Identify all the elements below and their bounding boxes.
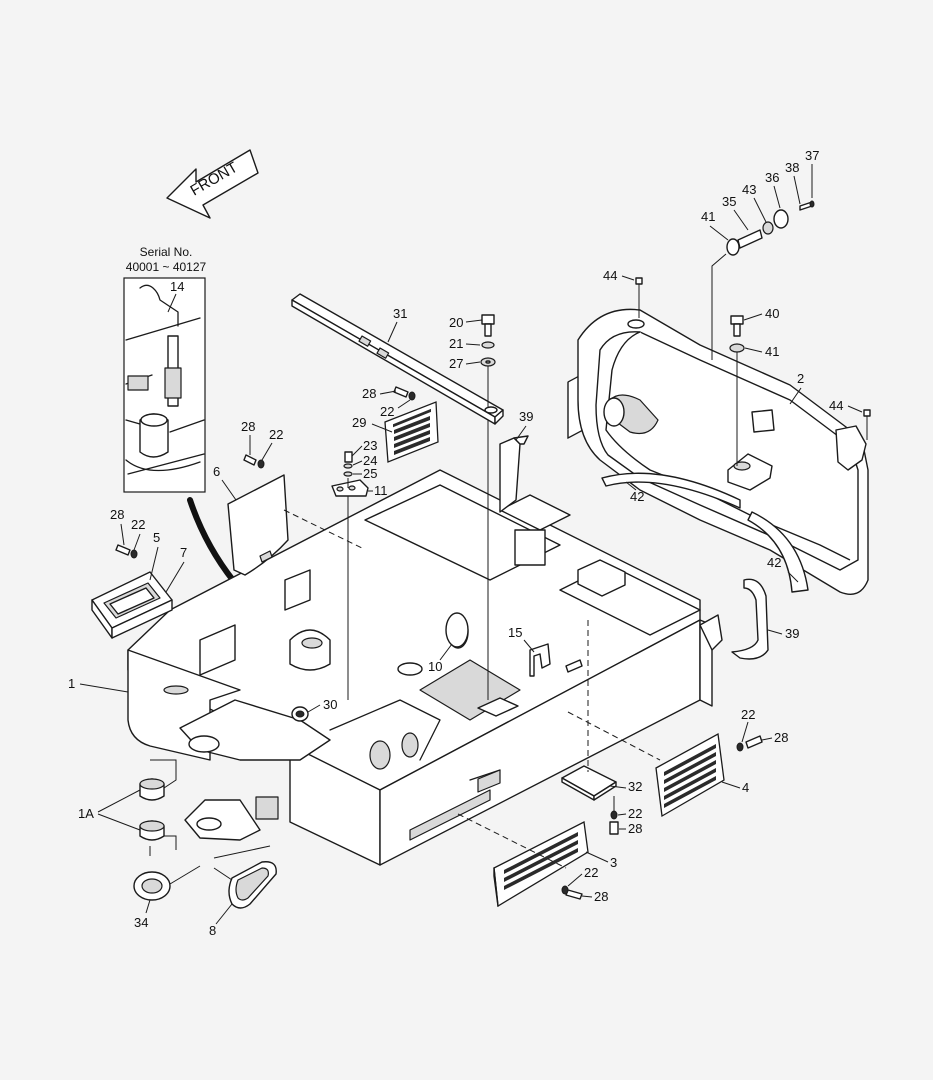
part-11-bracket: 23 24 25 11 xyxy=(331,438,388,700)
callout-6: 6 xyxy=(213,464,220,479)
callout-41-mid: 41 xyxy=(765,344,779,359)
callout-21: 21 xyxy=(449,336,463,351)
callout-23: 23 xyxy=(363,438,377,453)
callout-14: 14 xyxy=(170,279,184,294)
part-39-bracket-lower: 39 xyxy=(731,578,799,660)
part-42-strips: 42 42 xyxy=(601,472,809,593)
callout-22-right: 22 xyxy=(741,707,755,722)
part-32-plate: 32 22 28 xyxy=(561,620,642,836)
callout-5: 5 xyxy=(153,530,160,545)
callout-20: 20 xyxy=(449,315,463,330)
callout-25: 25 xyxy=(363,466,377,481)
callout-31: 31 xyxy=(393,306,407,321)
callout-32: 32 xyxy=(628,779,642,794)
callout-44-right: 44 xyxy=(829,398,843,413)
serial-inset: Serial No. 40001 ~ 40127 14 xyxy=(123,245,207,493)
part-1a-caps: 1A xyxy=(78,759,177,856)
part-10-ring: 10 xyxy=(428,612,469,674)
part-2-counterweight: 2 xyxy=(577,308,869,595)
callout-27: 27 xyxy=(449,356,463,371)
callout-34: 34 xyxy=(134,915,148,930)
callout-28-cover: 28 xyxy=(241,419,255,434)
callout-28-bottom: 28 xyxy=(594,889,608,904)
callout-42-right: 42 xyxy=(767,555,781,570)
callout-22-left: 22 xyxy=(131,517,145,532)
callout-28-right: 28 xyxy=(774,730,788,745)
callout-35: 35 xyxy=(722,194,736,209)
callout-2: 2 xyxy=(797,371,804,386)
callout-37: 37 xyxy=(805,148,819,163)
part-30-plug: 30 xyxy=(291,697,337,722)
part-39-bracket-upper: 39 xyxy=(499,409,533,513)
part-7-cover-plate: 28 22 5 7 xyxy=(91,507,187,639)
callout-36: 36 xyxy=(765,170,779,185)
callout-28-top: 28 xyxy=(362,386,376,401)
callout-22-cover: 22 xyxy=(269,427,283,442)
part-29-grille: 29 28 22 xyxy=(352,386,439,463)
part-34-grommet: 34 xyxy=(133,865,201,930)
callout-24: 24 xyxy=(363,453,377,468)
callout-8: 8 xyxy=(209,923,216,938)
callout-30: 30 xyxy=(323,697,337,712)
callout-1: 1 xyxy=(68,676,75,691)
callout-15: 15 xyxy=(508,625,522,640)
part-6-cover: 6 28 22 xyxy=(213,419,363,576)
callout-41-top: 41 xyxy=(701,209,715,224)
callout-44-left: 44 xyxy=(603,268,617,283)
callout-4: 4 xyxy=(742,780,749,795)
callout-22-top: 22 xyxy=(380,404,394,419)
callout-43: 43 xyxy=(742,182,756,197)
part-44-bolts: 44 44 xyxy=(603,268,871,440)
callout-1a: 1A xyxy=(78,806,94,821)
callout-39-bottom: 39 xyxy=(785,626,799,641)
serial-label: Serial No. xyxy=(140,245,193,259)
callout-7: 7 xyxy=(180,545,187,560)
part-15-clip: 15 xyxy=(508,625,583,677)
callout-40: 40 xyxy=(765,306,779,321)
part-4-grille: 4 22 28 xyxy=(567,707,788,818)
callout-22-plate: 22 xyxy=(628,806,642,821)
callout-1-leader xyxy=(79,683,129,693)
front-arrow: FRONT xyxy=(166,149,259,219)
part-8-ring: 8 xyxy=(209,845,277,938)
callout-28-left: 28 xyxy=(110,507,124,522)
callout-29: 29 xyxy=(352,415,366,430)
part-31-beam: 31 xyxy=(291,293,504,425)
callout-38: 38 xyxy=(785,160,799,175)
counterweight-hardware: 41 35 43 36 38 37 xyxy=(701,148,819,360)
callout-22-bottom: 22 xyxy=(584,865,598,880)
serial-range: 40001 ~ 40127 xyxy=(126,260,207,274)
callout-28-plate: 28 xyxy=(628,821,642,836)
bolt-stack-20: 20 21 27 xyxy=(449,314,496,408)
callout-39-top: 39 xyxy=(519,409,533,424)
callout-3: 3 xyxy=(610,855,617,870)
part-40-bolt: 40 41 xyxy=(729,306,779,466)
part-3-grille: 3 22 28 xyxy=(457,813,617,908)
callout-10: 10 xyxy=(428,659,442,674)
callout-42-left: 42 xyxy=(630,489,644,504)
callout-11: 11 xyxy=(374,483,388,498)
